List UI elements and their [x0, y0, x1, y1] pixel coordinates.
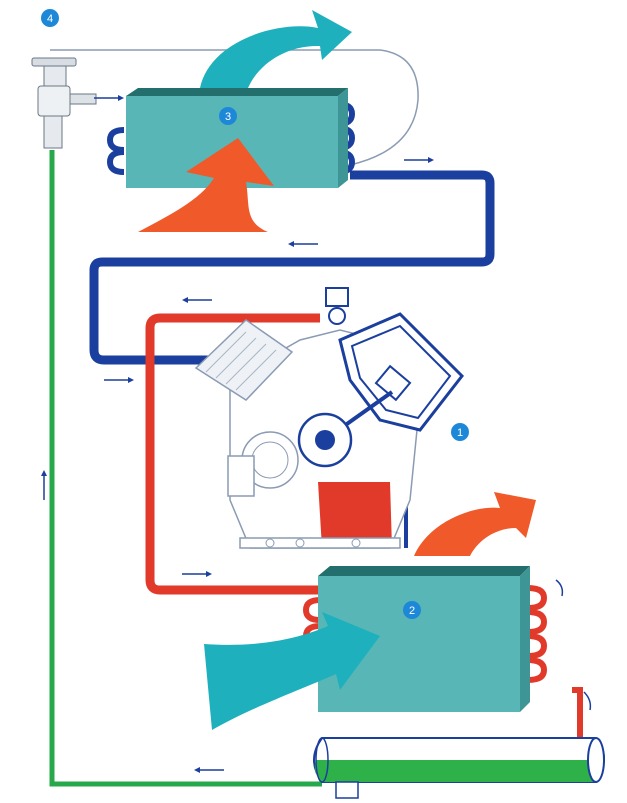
label-3: 3 [225, 111, 231, 123]
compressor-left-head [194, 319, 294, 401]
compressor-piston [374, 364, 412, 402]
valve-outlet [69, 93, 97, 105]
receiver-icon [313, 737, 605, 799]
evaporator-side-face [338, 88, 348, 188]
flow-arrow-icon [182, 297, 212, 303]
label-circle-4 [41, 9, 59, 27]
valve-bonnet [43, 65, 67, 87]
label-circle-1 [451, 423, 469, 441]
compressor-service-valve [325, 287, 349, 307]
liquid-pipe [49, 150, 322, 787]
discharge-pipe [145, 313, 322, 595]
condenser-coil-right [527, 585, 548, 683]
condenser-top-face [318, 566, 530, 576]
condenser-flow-hint [583, 691, 592, 711]
compressor-terminal-box [227, 455, 255, 497]
flow-arrow-icon [94, 95, 124, 101]
evaporator-top-face [126, 88, 348, 96]
compressor-left-fins [205, 331, 277, 391]
compressor-crankshaft [315, 430, 335, 450]
expansion-valve-icon: 4 [31, 9, 419, 166]
compressor-base [239, 537, 401, 549]
condenser-side-face [520, 566, 530, 712]
label-1: 1 [457, 427, 463, 439]
valve-cap [31, 57, 77, 67]
compressor-valve-port [328, 307, 346, 325]
flow-arrow-icon [41, 470, 47, 500]
discharge-line [145, 313, 583, 740]
suction-pipe [89, 170, 495, 365]
flow-arrow-icon [182, 571, 212, 577]
flow-arrow-icon [104, 377, 134, 383]
valve-inlet [43, 115, 63, 149]
label-2: 2 [409, 605, 415, 617]
valve-body [37, 85, 71, 117]
receiver-liquid [314, 760, 602, 782]
flow-arrow-icon [194, 767, 224, 773]
receiver-outlet [335, 781, 359, 799]
evaporator-icon: 3 [106, 10, 356, 232]
compressor-oil-sump [318, 482, 392, 548]
flow-arrow-icon [288, 241, 318, 247]
flow-arrow-icon [404, 157, 434, 163]
evaporator-coil-left [106, 127, 125, 175]
compressor-bolt [265, 538, 275, 548]
compressor-bolt [351, 538, 361, 548]
receiver-end-cap-left [315, 737, 329, 783]
liquid-line [49, 150, 322, 787]
compressor-icon: 1 [194, 287, 469, 549]
label-4: 4 [47, 13, 53, 25]
condenser-air-out-arrow [414, 492, 536, 556]
receiver-end-cap [587, 737, 605, 783]
compressor-right-head-inner [350, 324, 452, 420]
evaporator-air-in-arrow [138, 138, 274, 232]
label-circle-2 [403, 601, 421, 619]
equalizer-line [349, 49, 419, 166]
flow-arrows [41, 95, 434, 773]
condenser-icon: 2 [204, 492, 592, 730]
label-circle-3 [219, 107, 237, 125]
condenser-outlet-pipe [572, 687, 583, 740]
compressor-bolt [295, 538, 305, 548]
condenser-air-in-arrow [204, 612, 380, 730]
evaporator-air-out-arrow [200, 10, 352, 88]
condenser-flow-hint [555, 579, 564, 597]
